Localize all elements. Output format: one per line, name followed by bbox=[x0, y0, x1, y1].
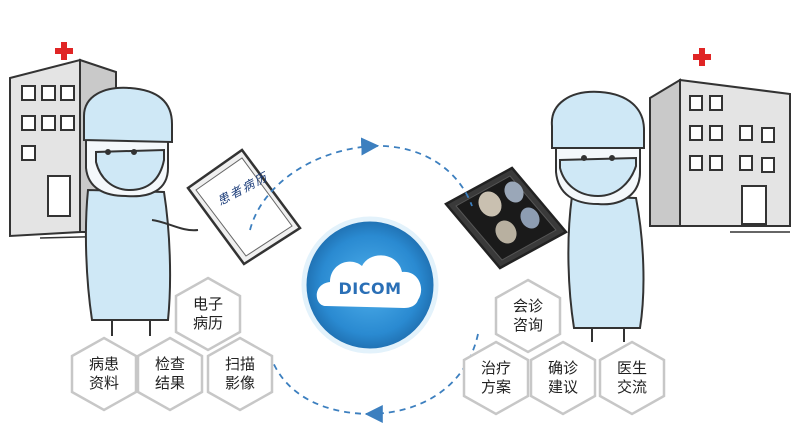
left-tablet bbox=[186, 148, 302, 266]
hex-exam-results bbox=[136, 336, 204, 412]
data-flow-ring bbox=[249, 137, 479, 424]
brain-scan-image bbox=[520, 207, 540, 229]
flow-arrow-bottom-right bbox=[371, 333, 479, 415]
hex-doctor-exchange bbox=[598, 340, 666, 416]
flow-arrow-bottom-left bbox=[271, 359, 383, 424]
left-hex-cluster bbox=[70, 276, 274, 412]
dicom-label: DICOM bbox=[338, 279, 402, 298]
right-hex-cluster bbox=[462, 278, 666, 416]
left-doctor-figure bbox=[83, 86, 199, 336]
right-red-cross-icon bbox=[693, 48, 711, 66]
left-red-cross-icon bbox=[55, 42, 73, 60]
hex-treatment-plan bbox=[462, 340, 530, 416]
hex-patient-data bbox=[70, 336, 138, 412]
hex-diagnosis-advice bbox=[529, 340, 597, 416]
brain-scan-image bbox=[495, 220, 517, 244]
right-tablet-scans bbox=[444, 166, 568, 270]
brain-scan-image bbox=[478, 191, 502, 217]
hex-consultation bbox=[494, 278, 562, 354]
right-doctor-figure bbox=[519, 90, 645, 342]
hex-scan-images bbox=[206, 336, 274, 412]
dicom-center-badge bbox=[301, 216, 439, 354]
brain-scan-image bbox=[504, 181, 524, 203]
right-hospital-building bbox=[649, 48, 791, 233]
flow-arrow-top-left bbox=[249, 145, 373, 231]
hex-electronic-records bbox=[174, 276, 242, 352]
flow-arrow-top-right bbox=[360, 137, 473, 207]
cloud-icon bbox=[316, 255, 422, 308]
